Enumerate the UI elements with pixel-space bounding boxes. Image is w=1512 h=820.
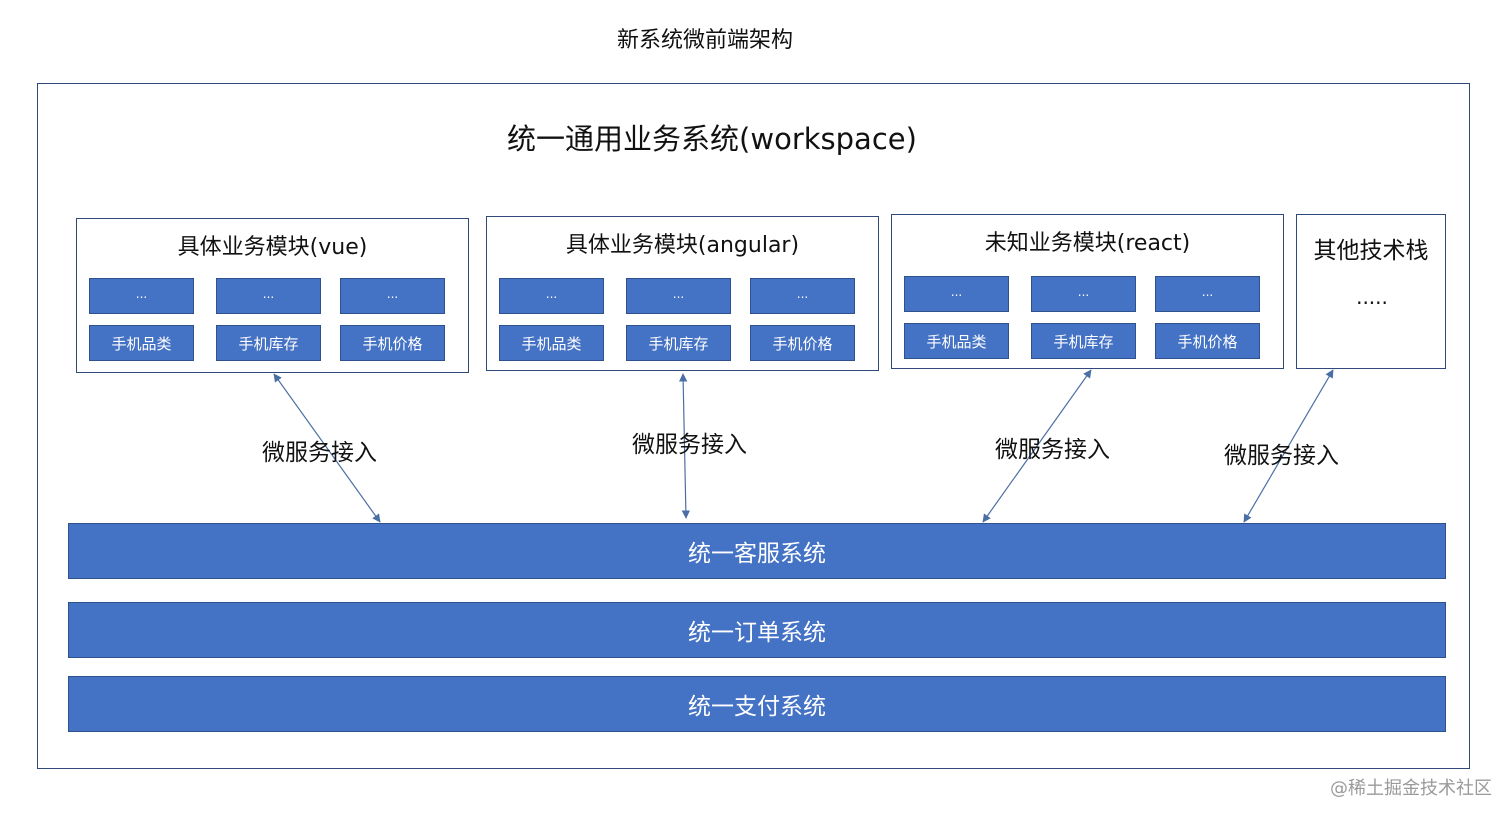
connection-label: 微服务接入 bbox=[632, 432, 747, 458]
watermark: @稀土掘金技术社区 bbox=[1330, 778, 1492, 799]
module-other-stack: 其他技术栈 ..... bbox=[1296, 214, 1446, 369]
module-item-price: 手机价格 bbox=[340, 325, 445, 361]
module-item-placeholder: ... bbox=[626, 278, 731, 314]
module-item-inventory: 手机库存 bbox=[216, 325, 321, 361]
connection-label: 微服务接入 bbox=[262, 440, 377, 466]
module-item-inventory: 手机库存 bbox=[1031, 323, 1136, 359]
module-title: 具体业务模块(vue) bbox=[177, 235, 368, 260]
module-item-price: 手机价格 bbox=[1155, 323, 1260, 359]
page-title: 新系统微前端架构 bbox=[616, 28, 793, 53]
module-item-placeholder: ... bbox=[1155, 276, 1260, 312]
module-item-placeholder: ... bbox=[499, 278, 604, 314]
arrow-other bbox=[1243, 369, 1334, 523]
arrow-react bbox=[982, 369, 1092, 523]
arrow-angular bbox=[678, 373, 691, 519]
module-angular: 具体业务模块(angular) ... ... ... 手机品类 手机库存 手机… bbox=[486, 216, 879, 371]
workspace-container bbox=[37, 83, 1470, 769]
bar-order: 统一订单系统 bbox=[68, 602, 1446, 658]
module-item-category: 手机品类 bbox=[89, 325, 194, 361]
module-item-placeholder: ... bbox=[1031, 276, 1136, 312]
connection-label: 微服务接入 bbox=[1224, 443, 1339, 469]
module-item-category: 手机品类 bbox=[499, 325, 604, 361]
module-title: 其他技术栈 bbox=[1313, 238, 1429, 264]
module-title: 具体业务模块(angular) bbox=[565, 233, 800, 258]
module-item-placeholder: ... bbox=[750, 278, 855, 314]
other-placeholder: ..... bbox=[1356, 285, 1388, 309]
workspace-title: 统一通用业务系统(workspace) bbox=[507, 122, 917, 156]
module-react: 未知业务模块(react) ... ... ... 手机品类 手机库存 手机价格 bbox=[891, 214, 1284, 369]
module-vue: 具体业务模块(vue) ... ... ... 手机品类 手机库存 手机价格 bbox=[76, 218, 469, 373]
module-item-placeholder: ... bbox=[904, 276, 1009, 312]
module-item-placeholder: ... bbox=[340, 278, 445, 314]
bar-customer-service: 统一客服系统 bbox=[68, 523, 1446, 579]
module-item-placeholder: ... bbox=[216, 278, 321, 314]
arrow-vue bbox=[273, 373, 381, 523]
module-item-price: 手机价格 bbox=[750, 325, 855, 361]
bar-payment: 统一支付系统 bbox=[68, 676, 1446, 732]
module-item-category: 手机品类 bbox=[904, 323, 1009, 359]
module-item-inventory: 手机库存 bbox=[626, 325, 731, 361]
module-item-placeholder: ... bbox=[89, 278, 194, 314]
connection-label: 微服务接入 bbox=[995, 437, 1110, 463]
module-title: 未知业务模块(react) bbox=[984, 231, 1191, 256]
